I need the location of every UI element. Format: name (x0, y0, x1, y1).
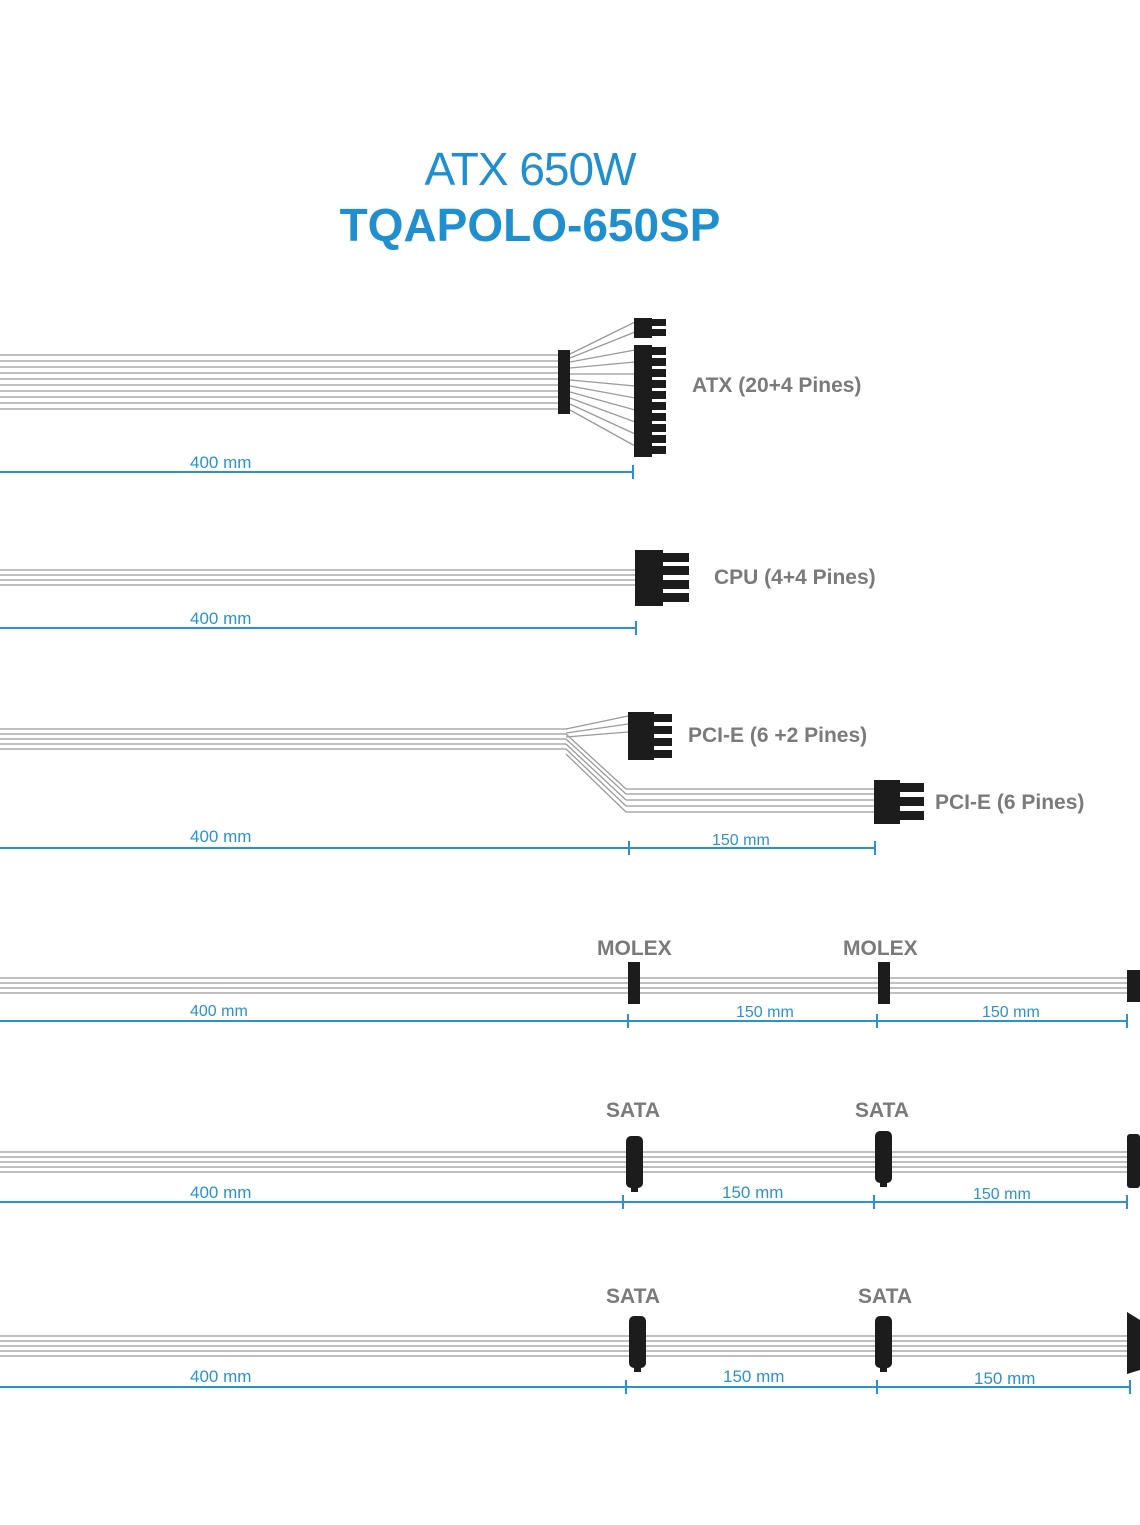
sata1-length-label-3: 150 mm (973, 1186, 1031, 1203)
molex-dimension-line (0, 1014, 1128, 1028)
atx-connector-label: ATX (20+4 Pines) (692, 374, 861, 397)
sata2-connector-1 (629, 1316, 646, 1372)
sata1-wires (0, 1151, 1130, 1173)
molex-connector-3 (1127, 970, 1140, 1002)
sata1-length-label-1: 400 mm (190, 1183, 251, 1202)
molex-length-label-3: 150 mm (982, 1004, 1040, 1021)
cable-atx: ATX (20+4 Pines) 400 mm (0, 318, 861, 479)
sata1-connector-2 (875, 1131, 892, 1187)
pcie-6pin-label: PCI-E (6 Pines) (935, 791, 1084, 814)
cable-sata-2: SATA SATA 400 mm 150 mm 150 mm (0, 1285, 1140, 1394)
pcie-6plus2-connector (628, 712, 672, 760)
atx-dimension-line (0, 465, 634, 479)
cpu-connector-label: CPU (4+4 Pines) (714, 566, 876, 589)
molex-length-label-2: 150 mm (736, 1004, 794, 1021)
sata2-length-label-2: 150 mm (723, 1367, 784, 1386)
sata2-wires (0, 1335, 1130, 1357)
pcie-dimension-line (0, 841, 876, 855)
part-number-title: TQAPOLO-650SP (339, 199, 721, 251)
cpu-connector (635, 550, 689, 606)
sata2-label-1: SATA (606, 1285, 660, 1308)
model-title: ATX 650W (424, 143, 637, 195)
sata1-length-label-2: 150 mm (722, 1183, 783, 1202)
sata1-connector-1 (626, 1136, 643, 1192)
atx-sleeve-clip (558, 350, 570, 414)
pcie-6plus2-label: PCI-E (6 +2 Pines) (688, 724, 867, 747)
sata2-connector-2 (875, 1316, 892, 1372)
cable-sata-1: SATA SATA 400 mm 150 mm 150 mm (0, 1099, 1140, 1209)
pcie-length-label-1: 400 mm (190, 827, 251, 846)
sata2-dimension-line (0, 1380, 1131, 1394)
atx-length-label: 400 mm (190, 453, 251, 472)
atx-wires (0, 321, 636, 447)
sata2-length-label-3: 150 mm (974, 1369, 1035, 1388)
pcie-wires (0, 715, 875, 813)
cable-pcie: PCI-E (6 +2 Pines) PCI-E (6 Pines) 400 m… (0, 712, 1084, 855)
cpu-wires (0, 569, 636, 586)
pcie-6pin-connector (874, 780, 924, 824)
sata1-label-1: SATA (606, 1099, 660, 1122)
sata2-label-2: SATA (858, 1285, 912, 1308)
cpu-dimension-line (0, 621, 637, 635)
cable-molex: MOLEX MOLEX 400 mm 150 mm 150 mm (0, 937, 1140, 1028)
sata1-label-2: SATA (855, 1099, 909, 1122)
atx-connector-4pin (634, 318, 666, 338)
molex-connector-1 (628, 962, 640, 1004)
sata1-connector-3 (1127, 1134, 1140, 1188)
molex-wires (0, 977, 1130, 994)
molex-connector-2 (878, 962, 890, 1004)
cpu-length-label: 400 mm (190, 609, 251, 628)
cable-cpu: CPU (4+4 Pines) 400 mm (0, 550, 876, 635)
molex-label-2: MOLEX (843, 937, 918, 960)
molex-length-label-1: 400 mm (190, 1003, 248, 1020)
sata2-length-label-1: 400 mm (190, 1367, 251, 1386)
sata1-dimension-line (0, 1195, 1128, 1209)
sata2-connector-3 (1127, 1312, 1140, 1374)
molex-label-1: MOLEX (597, 937, 672, 960)
pcie-length-label-2: 150 mm (712, 832, 770, 849)
atx-connector-20pin (634, 345, 666, 457)
